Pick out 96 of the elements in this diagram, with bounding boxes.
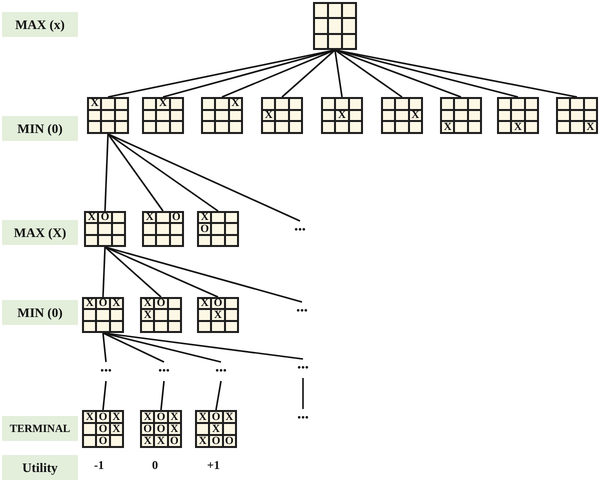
tree-edge bbox=[102, 380, 107, 410]
tic-tac-toe-board bbox=[142, 211, 184, 247]
tree-edge bbox=[102, 332, 107, 362]
tree-edge bbox=[108, 133, 218, 212]
tic-tac-toe-board bbox=[140, 410, 182, 448]
board-cell: X bbox=[89, 99, 100, 109]
board-cell: X bbox=[224, 412, 235, 422]
board-cell: X bbox=[210, 424, 222, 434]
tic-tac-toe-board bbox=[197, 211, 239, 247]
board-cell: O bbox=[155, 299, 167, 308]
board-cell: X bbox=[142, 436, 154, 446]
board-cell: O bbox=[155, 412, 167, 422]
board-cell: X bbox=[199, 213, 210, 222]
tic-tac-toe-board bbox=[381, 97, 423, 134]
tree-edge bbox=[107, 134, 164, 212]
tic-tac-toe-board bbox=[195, 410, 237, 448]
ellipsis: ••• bbox=[158, 365, 170, 377]
tic-tac-toe-board bbox=[261, 97, 303, 134]
board-cell: X bbox=[168, 412, 180, 422]
board-cell: X bbox=[336, 110, 348, 120]
board-cell: O bbox=[142, 424, 154, 434]
tic-tac-toe-board bbox=[321, 97, 363, 134]
tic-tac-toe-board bbox=[142, 97, 184, 134]
board-cell: X bbox=[199, 299, 210, 308]
board-cell: O bbox=[168, 436, 180, 446]
utility-value: +1 bbox=[207, 458, 220, 473]
board-cell: O bbox=[97, 424, 109, 434]
tree-edge bbox=[334, 50, 343, 98]
board-cell: O bbox=[97, 412, 109, 422]
board-cell: O bbox=[210, 412, 222, 422]
tic-tac-toe-board bbox=[87, 97, 129, 134]
board-cell: X bbox=[142, 310, 154, 320]
tree-edge bbox=[108, 133, 300, 222]
level-label: Utility bbox=[2, 455, 78, 480]
tree-edge bbox=[302, 378, 304, 409]
ellipsis: ••• bbox=[215, 365, 227, 377]
tree-edge bbox=[215, 380, 222, 410]
board-cell: X bbox=[155, 436, 167, 446]
level-label: MIN (0) bbox=[2, 300, 78, 325]
tic-tac-toe-board bbox=[556, 97, 598, 134]
ellipsis: ••• bbox=[297, 412, 309, 424]
tree-edge bbox=[104, 246, 162, 298]
board-cell: X bbox=[230, 99, 241, 109]
board-cell: X bbox=[142, 299, 154, 308]
board-cell: O bbox=[224, 436, 235, 446]
board-cell: X bbox=[110, 424, 122, 434]
tree-edge bbox=[281, 49, 336, 98]
tic-tac-toe-board bbox=[140, 297, 182, 333]
board-cell: X bbox=[157, 99, 169, 109]
tic-tac-toe-board bbox=[497, 97, 539, 134]
board-cell: X bbox=[263, 110, 274, 120]
tic-tac-toe-board bbox=[82, 297, 124, 333]
board-cell: X bbox=[197, 436, 208, 446]
level-label: MIN (0) bbox=[2, 116, 78, 141]
tree-edge bbox=[160, 380, 165, 410]
board-cell: X bbox=[168, 424, 180, 434]
tic-tac-toe-board bbox=[197, 297, 239, 333]
utility-value: 0 bbox=[152, 458, 158, 473]
board-cell: X bbox=[84, 299, 96, 308]
board-cell: O bbox=[212, 299, 224, 308]
tic-tac-toe-board bbox=[201, 97, 243, 134]
ellipsis: ••• bbox=[100, 365, 112, 377]
tic-tac-toe-board bbox=[440, 97, 482, 134]
utility-value: -1 bbox=[94, 458, 104, 473]
tree-edge bbox=[334, 49, 402, 98]
board-cell: X bbox=[410, 110, 421, 120]
board-cell: O bbox=[199, 224, 210, 234]
tree-edge bbox=[104, 134, 109, 212]
board-cell: O bbox=[97, 299, 109, 308]
tic-tac-toe-board bbox=[82, 410, 124, 448]
board-cell: X bbox=[110, 299, 122, 308]
level-label: MAX (X) bbox=[2, 220, 78, 245]
board-cell: X bbox=[584, 122, 596, 132]
level-label: MAX (x) bbox=[2, 12, 78, 37]
board-cell: O bbox=[97, 436, 109, 446]
board-cell: X bbox=[144, 213, 156, 222]
tic-tac-toe-board bbox=[84, 211, 126, 247]
board-cell: O bbox=[155, 424, 167, 434]
board-cell: X bbox=[84, 412, 96, 422]
board-cell: O bbox=[210, 436, 222, 446]
tree-edge bbox=[102, 332, 164, 363]
ellipsis: ••• bbox=[297, 362, 309, 374]
board-cell: X bbox=[86, 213, 98, 222]
ellipsis: ••• bbox=[294, 224, 306, 236]
ellipsis: ••• bbox=[296, 305, 308, 317]
board-cell: X bbox=[197, 412, 208, 422]
level-label: TERMINAL bbox=[2, 416, 78, 441]
board-cell: X bbox=[110, 412, 122, 422]
board-cell: O bbox=[170, 213, 182, 222]
tree-edge bbox=[102, 246, 106, 298]
board-cell: X bbox=[512, 122, 524, 132]
board-cell: X bbox=[442, 122, 454, 132]
board-cell: O bbox=[99, 213, 111, 222]
board-cell: X bbox=[212, 310, 224, 320]
tic-tac-toe-board bbox=[313, 2, 357, 50]
board-cell: X bbox=[142, 412, 154, 422]
